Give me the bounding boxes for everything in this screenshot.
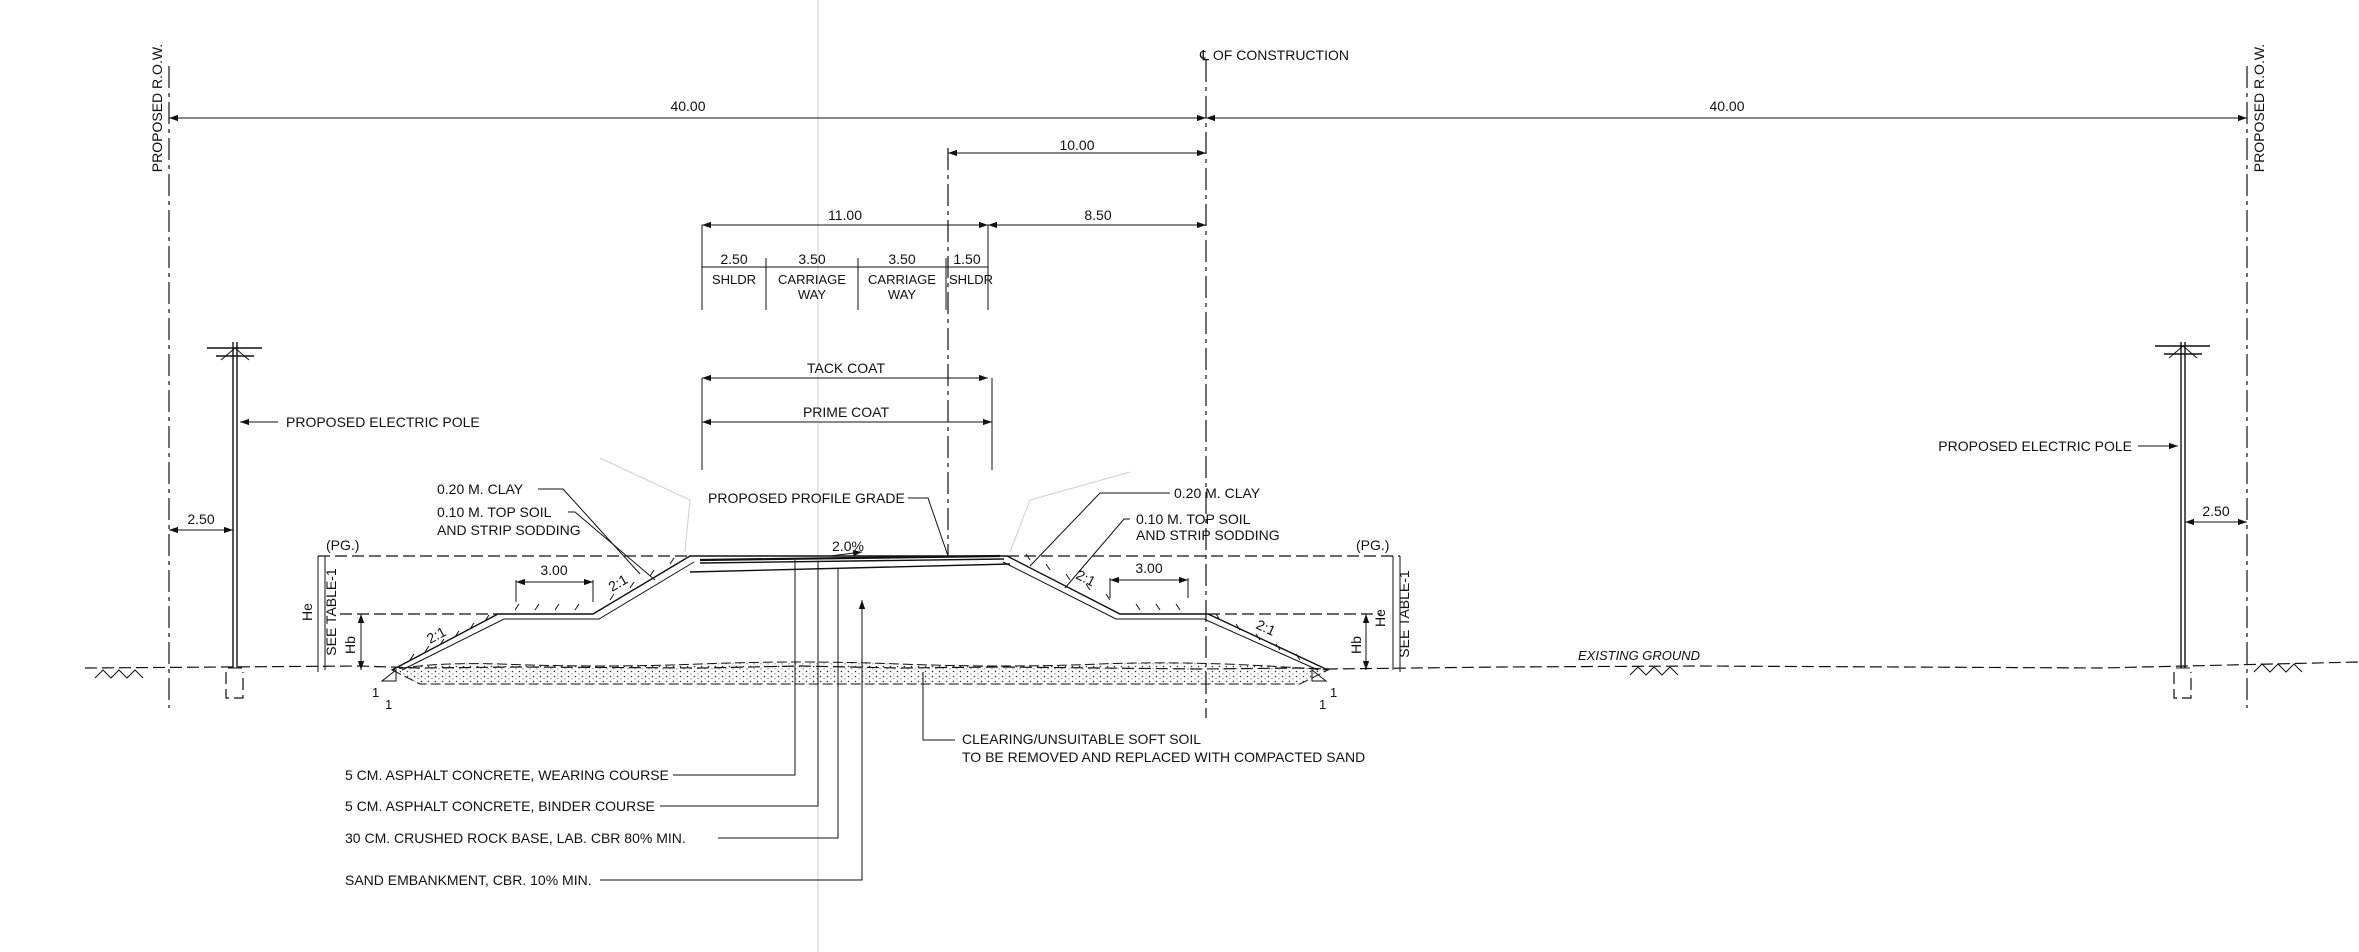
clay-left-label: 0.20 M. CLAY (437, 481, 524, 497)
pg-left: (PG.) (326, 537, 359, 553)
ghost-leader-right (1009, 471, 1131, 553)
cw2-dim: 3.50 (888, 251, 915, 267)
dim-10: 10.00 (1059, 137, 1094, 153)
topsoil-right-2: AND STRIP SODDING (1136, 527, 1280, 543)
see-table-right: SEE TABLE-1 (1396, 570, 1412, 658)
cw2-label-2: WAY (888, 287, 916, 302)
clay-right-leader (1029, 492, 1170, 567)
prime-coat-label: PRIME COAT (803, 404, 890, 420)
shldr-right-label: SHLDR (949, 272, 993, 287)
he-left: He (299, 603, 315, 621)
clay-right-label: 0.20 M. CLAY (1174, 485, 1261, 501)
topsoil-right-1: 0.10 M. TOP SOIL (1136, 511, 1251, 527)
cw1-label-1: CARRIAGE (778, 272, 846, 287)
cw1-dim: 3.50 (798, 251, 825, 267)
hb-left: Hb (342, 636, 358, 654)
toe-right-1: 1 (1330, 685, 1337, 700)
dim-11: 11.00 (828, 207, 862, 223)
replaced-sand-layer (390, 661, 1330, 685)
toe-slope-symbol-left: 1 1 (372, 668, 397, 712)
topsoil-left-1: 0.10 M. TOP SOIL (437, 504, 552, 520)
slope-upper-right: 2:1 (1074, 566, 1099, 589)
lane-dimension-group: 2.50 3.50 3.50 1.50 SHLDR CARRIAGE WAY C… (701, 225, 993, 310)
slope-lower-left: 2:1 (424, 623, 449, 646)
dim-40-right: 40.00 (1709, 98, 1744, 114)
he-right: He (1372, 609, 1388, 627)
clearing-leader (922, 672, 955, 741)
shldr-right-dim: 1.50 (953, 251, 980, 267)
profile-grade-label: PROPOSED PROFILE GRADE (708, 490, 905, 506)
electric-pole-right-icon (2155, 342, 2210, 699)
note-wearing: 5 CM. ASPHALT CONCRETE, WEARING COURSE (345, 767, 669, 783)
dim-850: 8.50 (1084, 207, 1111, 223)
sand-leader (600, 600, 866, 881)
toe-left-2: 1 (385, 697, 392, 712)
topsoil-left-2: AND STRIP SODDING (437, 522, 581, 538)
see-table-left: SEE TABLE-1 (323, 568, 339, 656)
berm-right: 3.00 (1135, 560, 1162, 576)
shldr-left-dim: 2.50 (720, 251, 747, 267)
sodding-marks-left (409, 557, 675, 661)
ground-hatch-marks (94, 663, 2303, 679)
wearing-course-line (699, 554, 1001, 562)
dim-40-left: 40.00 (670, 98, 705, 114)
crossfall-arrow (829, 549, 863, 557)
row-label-right: PROPOSED R.O.W. (2251, 44, 2267, 172)
slope-upper-left: 2:1 (606, 571, 631, 595)
clay-layer-right (1002, 561, 1319, 671)
tack-coat-label: TACK COAT (807, 360, 885, 376)
row-label-left: PROPOSED R.O.W. (149, 44, 165, 172)
binder-course-line (699, 558, 1005, 564)
pg-right: (PG.) (1356, 537, 1389, 553)
electric-pole-left-icon (207, 342, 262, 699)
binder-leader (660, 562, 819, 807)
base-leader (718, 568, 839, 839)
slope-lower-right: 2:1 (1254, 616, 1279, 639)
cw2-label-1: CARRIAGE (868, 272, 936, 287)
existing-ground-label: EXISTING GROUND (1578, 648, 1700, 663)
clay-layer-left (401, 561, 695, 671)
electric-pole-right-label: PROPOSED ELECTRIC POLE (1938, 438, 2132, 454)
crossfall-label: 2.0% (832, 538, 864, 554)
base-course-line (689, 563, 1011, 573)
cw1-label-2: WAY (798, 287, 826, 302)
electric-pole-left-label: PROPOSED ELECTRIC POLE (286, 414, 480, 430)
clearing-label-1: CLEARING/UNSUITABLE SOFT SOIL (962, 731, 1201, 747)
note-base: 30 CM. CRUSHED ROCK BASE, LAB. CBR 80% M… (345, 830, 686, 846)
clearing-label-2: TO BE REMOVED AND REPLACED WITH COMPACTE… (962, 749, 1365, 765)
sodding-marks-right (1025, 553, 1301, 661)
topsoil-left-leader (568, 511, 656, 581)
toe-left-1: 1 (372, 685, 379, 700)
toe-right-2: 1 (1319, 697, 1326, 712)
profile-grade-leader (908, 497, 949, 557)
note-binder: 5 CM. ASPHALT CONCRETE, BINDER COURSE (345, 798, 655, 814)
pole-offset-left: 2.50 (187, 511, 214, 527)
pole-offset-right: 2.50 (2202, 503, 2229, 519)
ghost-leader-left (599, 457, 691, 553)
wearing-leader (673, 560, 796, 776)
embankment-outline (391, 555, 1329, 671)
toe-slope-symbol-right: 1 1 (1311, 668, 1337, 712)
centerline-label: ℄ OF CONSTRUCTION (1199, 47, 1349, 63)
note-sand: SAND EMBANKMENT, CBR. 10% MIN. (345, 872, 592, 888)
topsoil-right-leader (1064, 518, 1130, 589)
shldr-left-label: SHLDR (712, 272, 756, 287)
berm-left: 3.00 (540, 562, 567, 578)
hb-right: Hb (1348, 636, 1364, 654)
